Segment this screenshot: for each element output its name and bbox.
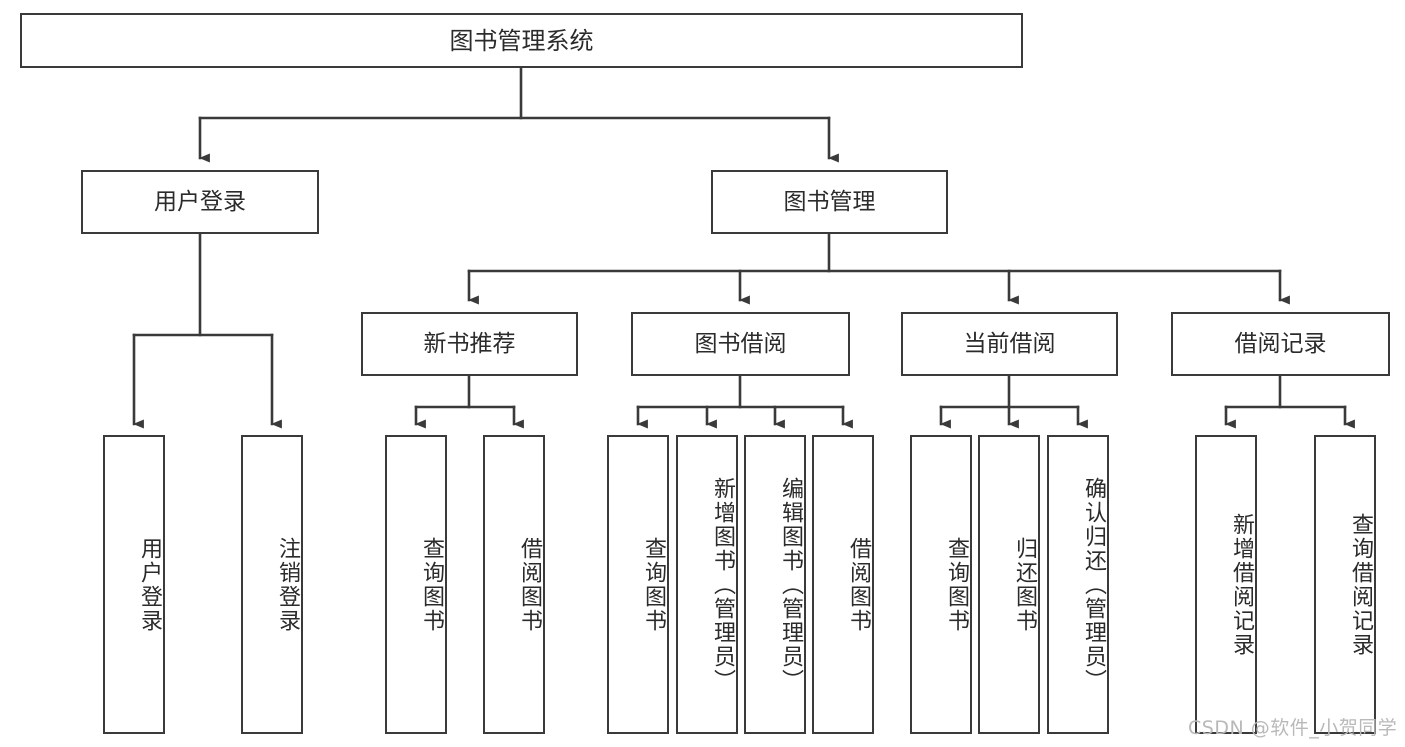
node-book-borrow[interactable]: 图书借阅 [631, 312, 850, 376]
node-leaf-logout-login[interactable]: 注销登录 [241, 435, 303, 734]
node-leaf-edit-book-label: 编辑图书（管理员） [778, 476, 803, 693]
node-leaf-add-record[interactable]: 新增借阅记录 [1195, 435, 1257, 734]
node-leaf-query-book-1[interactable]: 查询图书 [385, 435, 447, 734]
node-leaf-borrow-book-2[interactable]: 借阅图书 [812, 435, 874, 734]
node-book-borrow-label: 图书借阅 [694, 330, 787, 357]
node-current-borrow[interactable]: 当前借阅 [901, 312, 1118, 376]
node-leaf-borrow-book-1[interactable]: 借阅图书 [483, 435, 545, 734]
node-book-manage-label: 图书管理 [783, 188, 876, 215]
node-leaf-query-record[interactable]: 查询借阅记录 [1314, 435, 1376, 734]
node-leaf-query-record-label: 查询借阅记录 [1348, 512, 1373, 657]
node-leaf-query-book-3-label: 查询图书 [944, 536, 969, 633]
node-leaf-confirm-return[interactable]: 确认归还（管理员） [1047, 435, 1109, 734]
node-leaf-logout-login-label: 注销登录 [275, 536, 300, 633]
node-leaf-add-book-label: 新增图书（管理员） [710, 476, 735, 693]
node-current-borrow-label: 当前借阅 [963, 330, 1056, 357]
node-leaf-return-book-label: 归还图书 [1012, 536, 1037, 633]
node-leaf-query-book-3[interactable]: 查询图书 [910, 435, 972, 734]
node-leaf-user-login-label: 用户登录 [137, 536, 162, 633]
node-leaf-query-book-2[interactable]: 查询图书 [607, 435, 669, 734]
node-new-book-recommend-label: 新书推荐 [423, 330, 516, 357]
node-leaf-edit-book[interactable]: 编辑图书（管理员） [744, 435, 806, 734]
node-new-book-recommend[interactable]: 新书推荐 [361, 312, 578, 376]
node-leaf-confirm-return-label: 确认归还（管理员） [1081, 476, 1106, 693]
node-leaf-query-book-2-label: 查询图书 [641, 536, 666, 633]
node-user-login-label: 用户登录 [154, 188, 246, 215]
node-book-manage[interactable]: 图书管理 [711, 170, 948, 234]
node-root[interactable]: 图书管理系统 [20, 13, 1023, 68]
node-leaf-add-record-label: 新增借阅记录 [1229, 512, 1254, 657]
node-root-label: 图书管理系统 [449, 26, 594, 55]
csdn-watermark: CSDN @软件_小贺同学 [1188, 717, 1398, 739]
node-leaf-borrow-book-1-label: 借阅图书 [517, 536, 542, 633]
node-leaf-query-book-1-label: 查询图书 [419, 536, 444, 633]
node-borrow-record[interactable]: 借阅记录 [1171, 312, 1390, 376]
node-leaf-add-book[interactable]: 新增图书（管理员） [676, 435, 738, 734]
node-leaf-borrow-book-2-label: 借阅图书 [846, 536, 871, 633]
node-borrow-record-label: 借阅记录 [1234, 330, 1327, 357]
node-leaf-user-login[interactable]: 用户登录 [103, 435, 165, 734]
node-user-login[interactable]: 用户登录 [81, 170, 319, 234]
node-leaf-return-book[interactable]: 归还图书 [978, 435, 1040, 734]
